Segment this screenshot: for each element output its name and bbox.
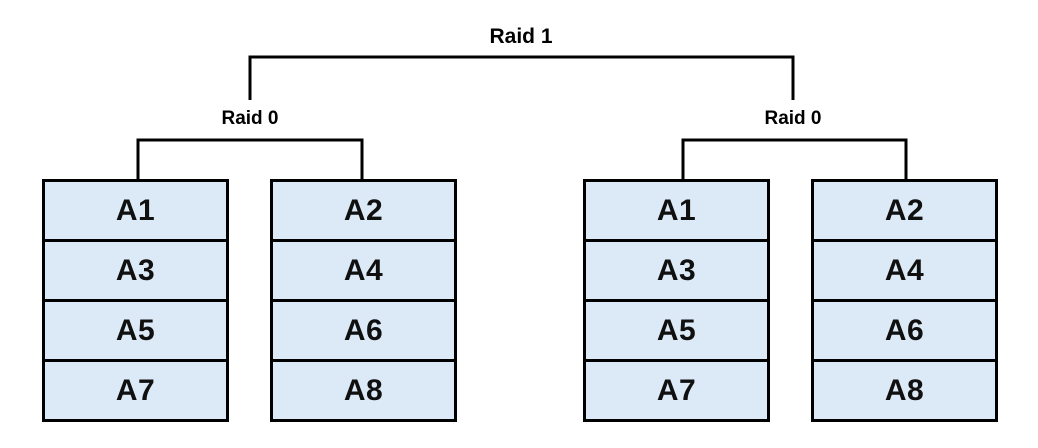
disk-2-block-4: A8 bbox=[270, 359, 457, 422]
disk-3-block-4: A7 bbox=[583, 359, 770, 422]
raid0-label-left: Raid 0 bbox=[221, 108, 279, 129]
raid0-bracket-1 bbox=[136, 138, 364, 179]
disk-1-block-3: A5 bbox=[42, 299, 229, 359]
raid1-label: Raid 1 bbox=[489, 25, 553, 48]
disk-4-block-2: A4 bbox=[811, 239, 998, 299]
disk-4-block-4: A8 bbox=[811, 359, 998, 422]
disk-1: A1 A3 A5 A7 bbox=[42, 179, 229, 422]
disk-2: A2 A4 A6 A8 bbox=[270, 179, 457, 422]
disk-2-block-1: A2 bbox=[270, 179, 457, 239]
disk-4-block-3: A6 bbox=[811, 299, 998, 359]
disk-1-block-1: A1 bbox=[42, 179, 229, 239]
raid0-label-right: Raid 0 bbox=[764, 108, 822, 129]
raid0-bracket-2 bbox=[681, 138, 908, 179]
disk-3: A1 A3 A5 A7 bbox=[583, 179, 770, 422]
raid1-bracket bbox=[248, 55, 795, 100]
disk-2-block-2: A4 bbox=[270, 239, 457, 299]
disk-1-block-4: A7 bbox=[42, 359, 229, 422]
disk-3-block-2: A3 bbox=[583, 239, 770, 299]
disk-3-block-3: A5 bbox=[583, 299, 770, 359]
disk-1-block-2: A3 bbox=[42, 239, 229, 299]
disk-2-block-3: A6 bbox=[270, 299, 457, 359]
disk-3-block-1: A1 bbox=[583, 179, 770, 239]
disk-4-block-1: A2 bbox=[811, 179, 998, 239]
disk-4: A2 A4 A6 A8 bbox=[811, 179, 998, 422]
